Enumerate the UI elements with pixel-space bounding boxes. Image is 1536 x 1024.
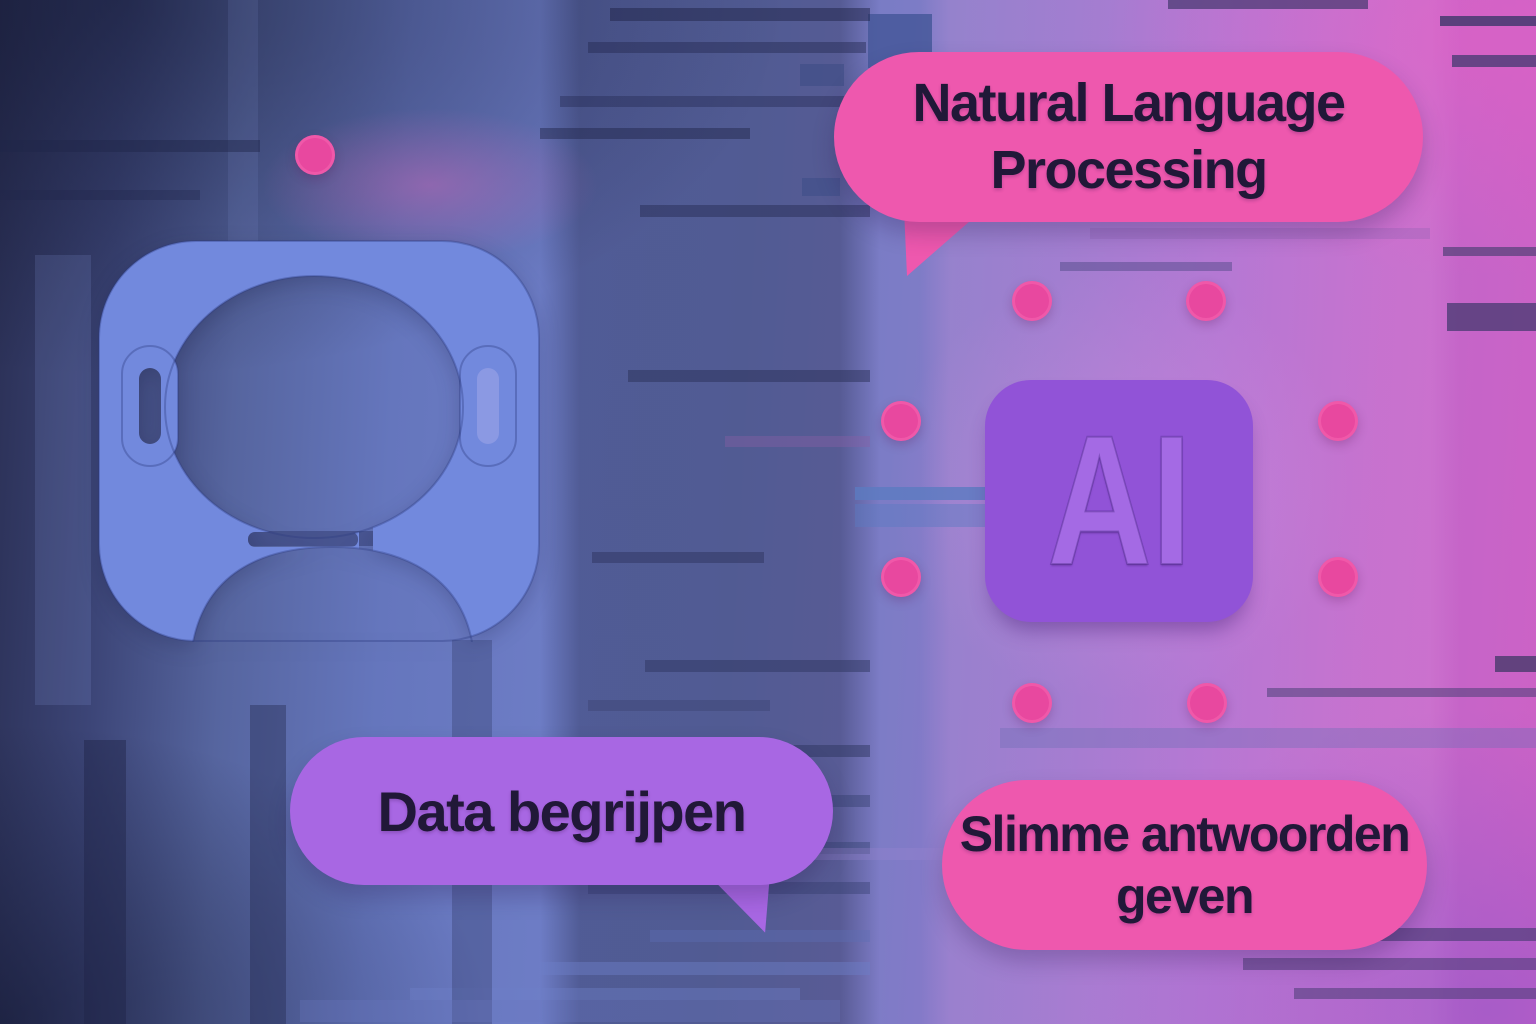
glitch-stripe [1090,228,1430,239]
bubble-text-line: Slimme antwoorden [959,806,1411,862]
glitch-stripe [300,1000,840,1022]
glitch-stripe [1452,55,1536,67]
glitch-stripe [1060,262,1232,271]
glitch-stripe [802,178,840,196]
glitch-stripe [540,128,750,139]
glitch-stripe [610,8,870,21]
glitch-stripe [540,962,870,975]
glitch-stripe [628,370,870,382]
glitch-stripe [84,740,126,1024]
glitch-stripe [1168,0,1368,9]
glitch-stripe [645,660,870,672]
glitch-stripe [228,0,258,255]
pink-dot [1318,401,1358,441]
glitch-stripe [1243,958,1536,970]
pink-dot [1012,683,1052,723]
glitch-stripe [1000,728,1536,748]
glitch-stripe [725,436,870,447]
glitch-stripe [1267,688,1536,697]
glitch-stripe [588,700,770,711]
pink-dot [295,135,335,175]
speech-bubble-nlp: Natural Language Processing [834,52,1423,222]
speech-bubble-answers: Slimme antwoorden geven [942,780,1427,950]
glitch-stripe [1447,303,1536,331]
bubble-text-line: Data begrijpen [377,779,747,843]
pink-dot [1186,281,1226,321]
speech-bubble-understand: Data begrijpen [290,737,833,885]
glitch-stripe [560,96,860,107]
glitch-stripe [0,140,260,152]
pink-dot [1187,683,1227,723]
pink-dot [1012,281,1052,321]
glitch-stripe [640,205,870,217]
glitch-stripe [1294,988,1536,999]
pink-dot [881,401,921,441]
glitch-stripe [588,42,866,53]
pink-dot [1318,557,1358,597]
ai-label: AI [1046,397,1192,604]
pink-dot [881,557,921,597]
glitch-stripe [592,552,764,563]
ai-chip-badge: AI [985,380,1253,622]
glitch-stripe [410,988,800,1000]
glitch-stripe [800,64,844,86]
bubble-text-line: Natural Language [912,73,1346,134]
bubble-text-line: Processing [990,140,1268,200]
glitch-stripe [1443,247,1536,256]
glitch-stripe [1440,16,1536,26]
headset-ear-slot [477,368,499,444]
glitch-stripe [0,190,200,200]
glitch-stripe [35,255,91,705]
glitch-stripe [1495,656,1536,672]
glitch-stripe [650,930,870,942]
chatbot-head-icon [98,240,540,642]
bubble-text-line: geven [1115,868,1255,924]
glitch-stripe [250,705,286,1024]
